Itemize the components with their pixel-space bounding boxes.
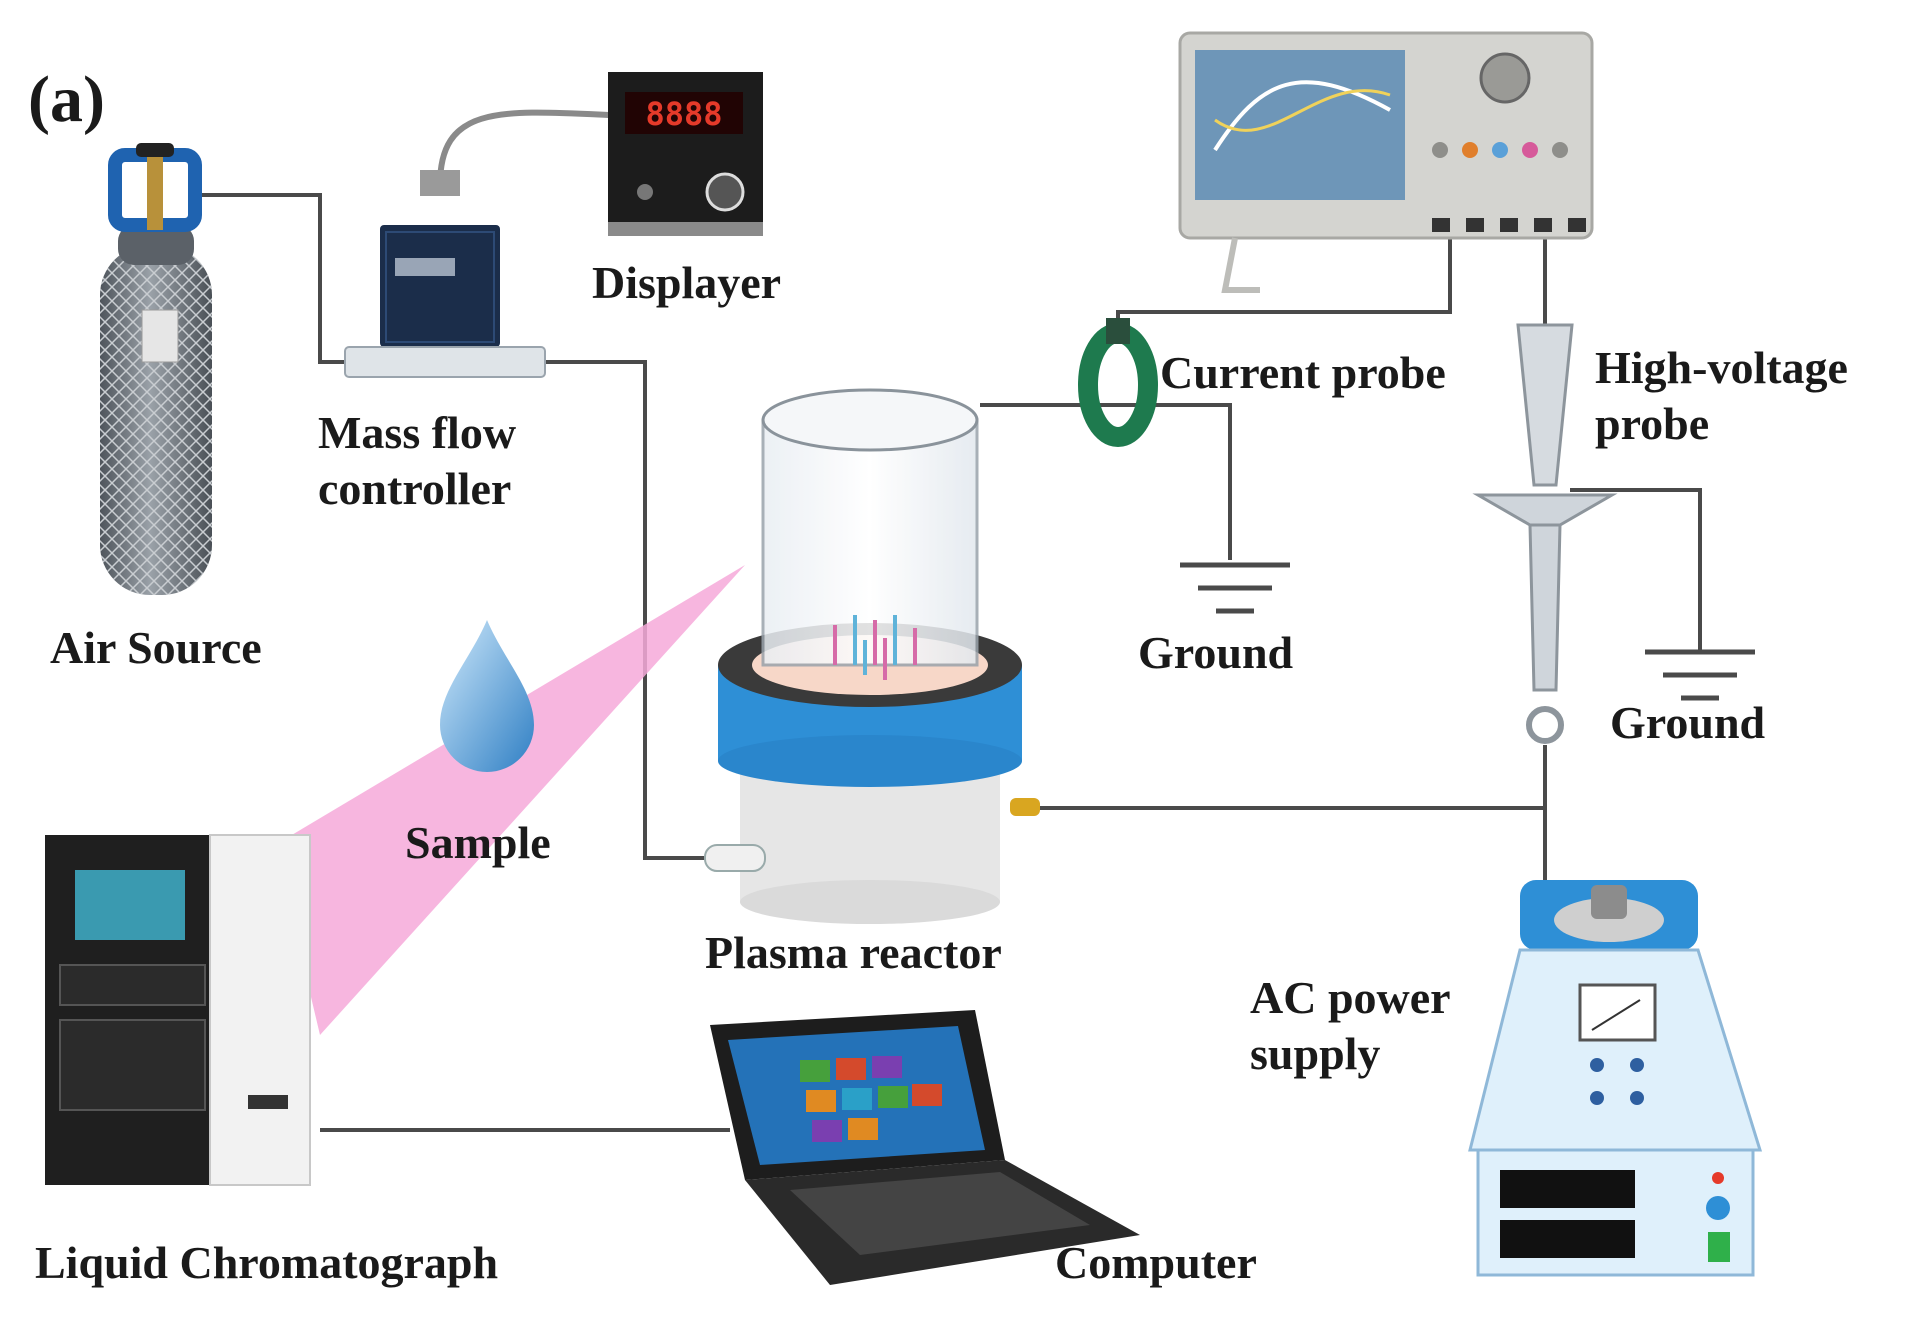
high-voltage-probe-device	[1472, 323, 1618, 744]
label-high-voltage-probe-line-1: High-voltage	[1595, 342, 1848, 393]
wire-mfc-to-displayer	[437, 109, 611, 186]
wire-air-to-mfc	[190, 193, 345, 364]
label-liquid-chromatograph: Liquid Chromatograph	[35, 1237, 499, 1288]
label-air-source: Air Source	[50, 622, 262, 673]
label-current-probe: Current probe	[1160, 347, 1446, 398]
label-mass-flow-controller-line-2: controller	[318, 463, 512, 515]
laptop-computer-device	[710, 1010, 1140, 1285]
label-mass-flow-controller-line-1: Mass flow	[318, 407, 517, 458]
displayer-readout: 8888	[645, 95, 722, 133]
panel-label: (a)	[28, 63, 105, 136]
plasma-reactor-device	[704, 388, 1040, 924]
label-high-voltage-probe-line-2: probe	[1595, 398, 1710, 450]
sample-beam	[275, 565, 745, 1035]
label-sample: Sample	[405, 817, 551, 868]
label-high-voltage-probe: High-voltage probe	[1595, 340, 1848, 452]
wire-hv-probe-to-ground	[1570, 488, 1702, 650]
mass-flow-controller-device	[344, 170, 546, 378]
ac-power-supply-device	[1468, 880, 1763, 1277]
wire-reactor-to-current-probe	[980, 403, 1232, 560]
current-probe-device	[1078, 318, 1158, 447]
label-ac-power-supply: AC power supply	[1250, 970, 1451, 1082]
wire-current-probe-to-scope	[1116, 238, 1452, 340]
valve-icon	[108, 143, 202, 232]
ground-symbol-2	[1645, 649, 1755, 701]
label-plasma-reactor: Plasma reactor	[705, 927, 1002, 978]
label-ground-2: Ground	[1610, 697, 1766, 748]
label-ac-power-supply-line-2: supply	[1250, 1028, 1381, 1080]
label-ground-1: Ground	[1138, 627, 1294, 678]
label-ac-power-supply-line-1: AC power	[1250, 972, 1451, 1023]
liquid-chromatograph-device	[45, 834, 311, 1186]
displayer-device: 8888	[608, 72, 763, 236]
water-drop-icon	[440, 620, 534, 772]
air-source-cylinder	[100, 225, 212, 595]
wire-mfc-to-reactor	[545, 360, 705, 860]
label-displayer: Displayer	[592, 257, 782, 308]
label-mass-flow-controller: Mass flow controller	[318, 405, 516, 517]
ground-symbol-1	[1180, 562, 1290, 614]
oscilloscope-device	[1178, 31, 1594, 293]
label-computer: Computer	[1055, 1237, 1257, 1288]
